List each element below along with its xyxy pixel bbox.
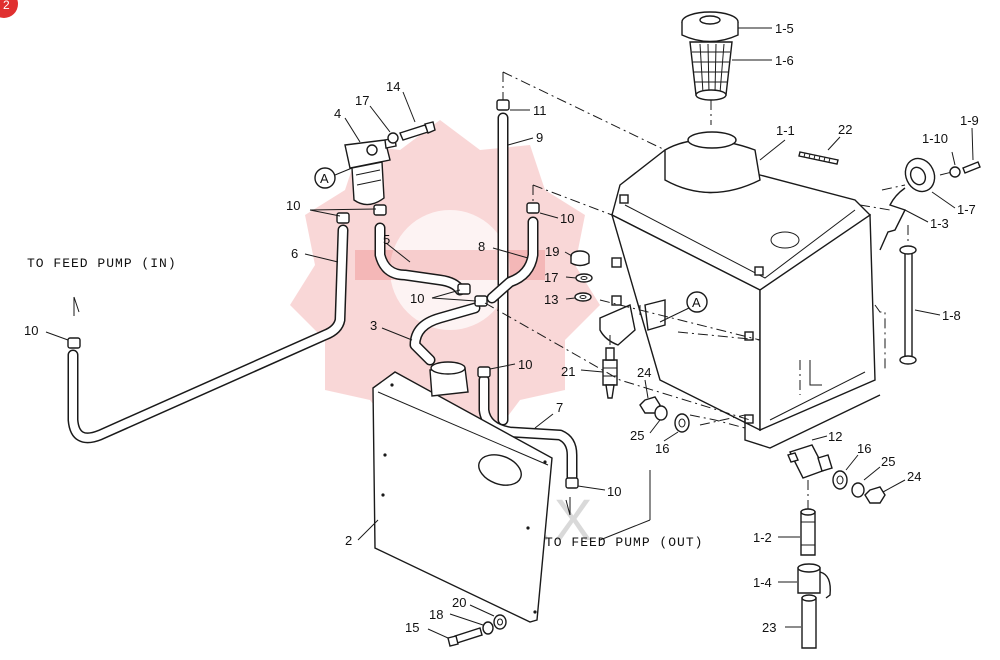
drain-bracket bbox=[599, 299, 666, 346]
label-16-right: 16 bbox=[857, 441, 871, 456]
reference-marker-a-left: A bbox=[314, 167, 353, 189]
label-13: 13 bbox=[544, 292, 558, 307]
drain-cock-12 bbox=[787, 444, 833, 479]
hose-6 bbox=[67, 224, 349, 444]
label-3: 3 bbox=[370, 318, 377, 333]
label-1-1: 1-1 bbox=[776, 123, 795, 138]
label-7: 7 bbox=[556, 400, 563, 415]
part-labels: 1-5 1-6 1-1 22 1-10 1-9 1-7 1-3 1-8 14 1… bbox=[24, 21, 979, 639]
label-24-left: 24 bbox=[637, 365, 651, 380]
feed-pump bbox=[429, 361, 469, 397]
label-12: 12 bbox=[828, 429, 842, 444]
label-20: 20 bbox=[452, 595, 466, 610]
label-19: 19 bbox=[545, 244, 559, 259]
svg-text:2: 2 bbox=[3, 0, 10, 12]
label-16-left: 16 bbox=[655, 441, 669, 456]
label-9: 9 bbox=[536, 130, 543, 145]
label-2: 2 bbox=[345, 533, 352, 548]
flow-arrows bbox=[73, 296, 571, 516]
label-18: 18 bbox=[429, 607, 443, 622]
hose-clamps bbox=[67, 99, 579, 489]
svg-text:A: A bbox=[320, 171, 329, 186]
filler-strainer bbox=[689, 41, 733, 101]
label-1-3: 1-3 bbox=[930, 216, 949, 231]
nut-set-left bbox=[639, 396, 690, 433]
hose-3 bbox=[409, 302, 481, 366]
label-10-far-left: 10 bbox=[24, 323, 38, 338]
cover-plate-2 bbox=[372, 371, 553, 623]
label-6: 6 bbox=[291, 246, 298, 261]
label-22: 22 bbox=[838, 122, 852, 137]
fuel-filter-4 bbox=[344, 137, 397, 206]
label-10-upper-left: 10 bbox=[286, 198, 300, 213]
label-10-upper-mid: 10 bbox=[560, 211, 574, 226]
filler-cap bbox=[681, 11, 739, 43]
label-8: 8 bbox=[478, 239, 485, 254]
hose-5 bbox=[374, 222, 466, 296]
label-1-2: 1-2 bbox=[753, 530, 772, 545]
label-17-top: 17 bbox=[355, 93, 369, 108]
label-15: 15 bbox=[405, 620, 419, 635]
label-10-middle: 10 bbox=[410, 291, 424, 306]
label-1-5: 1-5 bbox=[775, 21, 794, 36]
nut-set-right bbox=[832, 470, 886, 504]
label-24-right: 24 bbox=[907, 469, 921, 484]
hose-8 bbox=[486, 216, 539, 304]
label-23: 23 bbox=[762, 620, 776, 635]
caption-feed-pump-in: TO FEED PUMP (IN) bbox=[27, 256, 177, 271]
label-4: 4 bbox=[334, 106, 341, 121]
label-14: 14 bbox=[386, 79, 400, 94]
construction-lines bbox=[484, 71, 953, 541]
drain-valve-21 bbox=[602, 347, 618, 399]
label-5: 5 bbox=[383, 232, 390, 247]
fuel-gauge-sender bbox=[879, 157, 981, 251]
bolt-15 bbox=[447, 614, 507, 647]
label-25-left: 25 bbox=[630, 428, 644, 443]
label-17-mid: 17 bbox=[544, 270, 558, 285]
label-1-6: 1-6 bbox=[775, 53, 794, 68]
label-10-lower-mid: 10 bbox=[518, 357, 532, 372]
corner-badge: 2 bbox=[0, 0, 18, 18]
label-25-right: 25 bbox=[881, 454, 895, 469]
hose-7 bbox=[478, 374, 578, 486]
label-21: 21 bbox=[561, 364, 575, 379]
svg-text:A: A bbox=[692, 295, 701, 310]
reference-marker-a-right: A bbox=[659, 291, 708, 323]
label-10-bottom: 10 bbox=[607, 484, 621, 499]
label-1-4: 1-4 bbox=[753, 575, 772, 590]
label-1-8: 1-8 bbox=[942, 308, 961, 323]
label-1-9: 1-9 bbox=[960, 113, 979, 128]
drain-pipe-set bbox=[797, 480, 831, 649]
level-rod-1-8 bbox=[899, 225, 917, 365]
bolt-14 bbox=[387, 121, 436, 144]
label-11: 11 bbox=[533, 103, 547, 118]
gauge-rod-22 bbox=[798, 151, 839, 165]
caption-feed-pump-out: TO FEED PUMP (OUT) bbox=[545, 535, 703, 550]
label-1-10: 1-10 bbox=[922, 131, 948, 146]
label-1-7: 1-7 bbox=[957, 202, 976, 217]
fuel-tank bbox=[610, 131, 881, 449]
